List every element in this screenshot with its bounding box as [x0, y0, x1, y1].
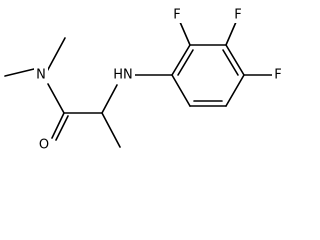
chemical-structure: N O HN F F F	[4, 7, 284, 153]
label-bg-f-meta	[232, 7, 244, 23]
bond-n-methyl-top	[44, 37, 66, 76]
atom-n-amide: N	[36, 68, 46, 83]
bond-ring-c3-c4	[225, 44, 245, 76]
bond-f-meta	[225, 21, 237, 46]
bond-f-ortho	[179, 21, 191, 46]
label-bg-o	[37, 137, 51, 153]
bond-ring-c1-c2	[171, 44, 191, 76]
bond-ring-c6-c1	[171, 74, 191, 107]
label-bg-f-para	[272, 67, 284, 83]
bond-alpha-methyl	[101, 112, 121, 148]
atom-f-para: F	[274, 68, 281, 83]
bond-ring-c4-c5	[225, 74, 245, 107]
atom-f-ortho: F	[173, 8, 180, 23]
bond-n-methyl-left	[4, 68, 35, 77]
atom-labels: N O HN F F F	[34, 7, 284, 153]
label-bg-nh	[111, 67, 135, 83]
label-bg-f-ortho	[171, 7, 183, 23]
structure-canvas: N O HN F F F	[4, 7, 284, 153]
bond-ring-inner-c1-c2	[177, 49, 194, 76]
bond-ring-inner-c3-c4	[222, 49, 239, 76]
atom-o-carbonyl: O	[39, 138, 49, 153]
bond-n-carbonyl	[47, 83, 65, 114]
bond-carbonyl-o-2	[55, 115, 69, 141]
bond-carbonyl-o-1	[51, 112, 65, 139]
atom-f-meta: F	[234, 8, 241, 23]
bond-alpha-nh	[101, 84, 118, 114]
bonds	[4, 21, 273, 148]
label-bg-n	[34, 67, 48, 83]
atom-nh-amine: HN	[113, 68, 133, 83]
